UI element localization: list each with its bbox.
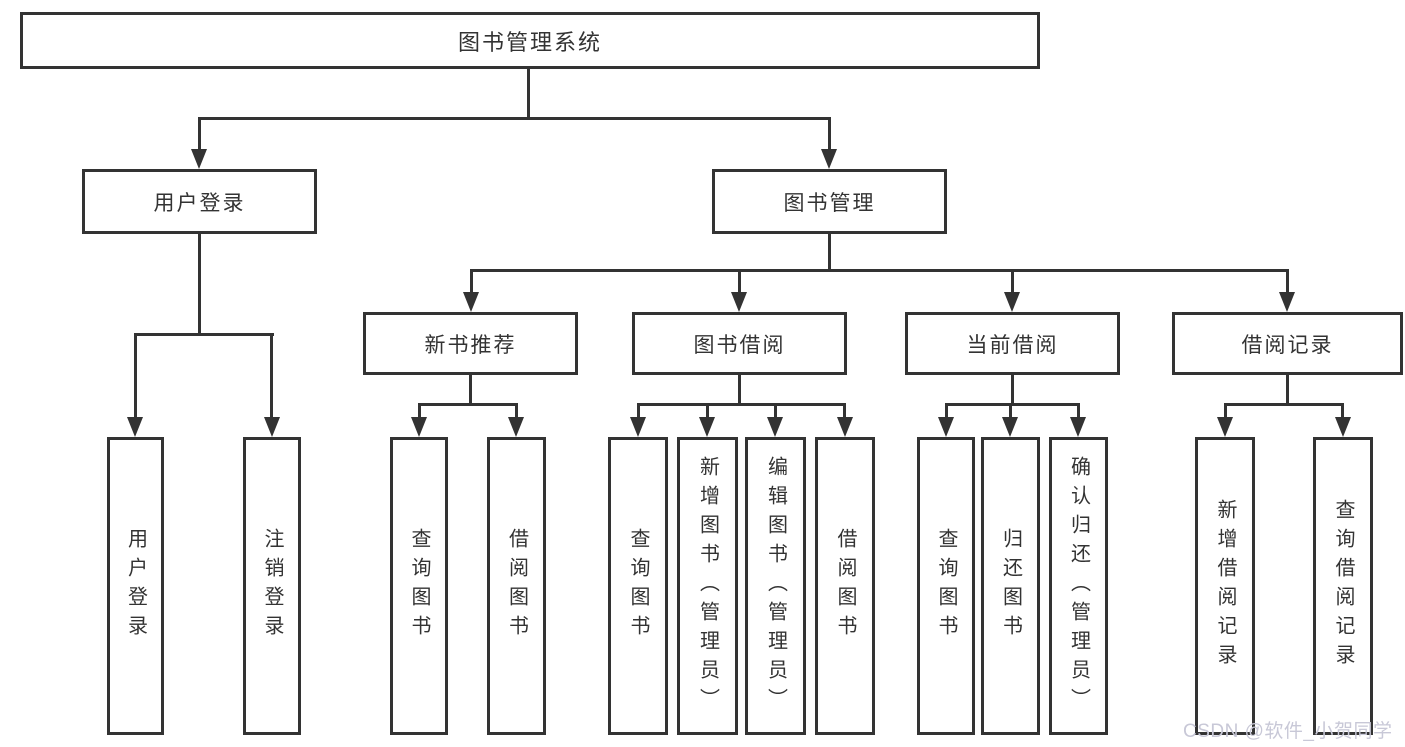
connector-line xyxy=(515,405,518,419)
connector-line xyxy=(1224,403,1344,406)
node-user-login-label: 用户登录 xyxy=(153,191,246,215)
node-book-management-label: 图书管理 xyxy=(783,191,876,215)
node-root-label: 图书管理系统 xyxy=(457,29,602,55)
arrow-down-icon xyxy=(264,417,280,437)
connector-line xyxy=(418,405,421,419)
arrow-down-icon xyxy=(837,417,853,437)
arrow-down-icon xyxy=(731,292,747,312)
arrow-down-icon xyxy=(1279,292,1295,312)
leaf-borrow-books-recommend: 借阅图书 xyxy=(487,437,546,735)
connector-line xyxy=(706,405,709,419)
connector-line xyxy=(1077,405,1080,419)
leaf-add-borrow-record: 新增借阅记录 xyxy=(1195,437,1255,735)
node-borrow-records: 借阅记录 xyxy=(1172,312,1403,375)
node-root-system: 图书管理系统 xyxy=(20,12,1040,69)
connector-line xyxy=(637,403,846,406)
connector-line xyxy=(637,405,640,419)
node-new-book-recommend-label: 新书推荐 xyxy=(424,333,517,357)
node-book-management: 图书管理 xyxy=(712,169,947,234)
arrow-down-icon xyxy=(463,292,479,312)
leaf-query-books-borrow: 查询图书 xyxy=(608,437,668,735)
arrow-down-icon xyxy=(1002,417,1018,437)
arrow-down-icon xyxy=(1070,417,1086,437)
connector-line xyxy=(134,335,137,419)
connector-line xyxy=(469,374,472,406)
leaf-query-books-recommend-label: 查询图书 xyxy=(408,528,430,644)
leaf-confirm-return-admin: 确认归还（管理员） xyxy=(1049,437,1108,735)
connector-line xyxy=(270,335,273,419)
connector-line xyxy=(945,403,1080,406)
arrow-down-icon xyxy=(938,417,954,437)
leaf-borrow-books-label: 借阅图书 xyxy=(834,528,856,644)
leaf-edit-book-admin-label: 编辑图书（管理员） xyxy=(764,455,787,717)
leaf-query-books-current: 查询图书 xyxy=(917,437,975,735)
connector-line xyxy=(738,271,741,294)
connector-line xyxy=(1009,405,1012,419)
node-current-borrow: 当前借阅 xyxy=(905,312,1120,375)
connector-line xyxy=(1011,271,1014,294)
leaf-query-books-borrow-label: 查询图书 xyxy=(627,528,649,644)
connector-line xyxy=(527,67,530,119)
arrow-down-icon xyxy=(1335,417,1351,437)
connector-line xyxy=(470,271,473,294)
arrow-down-icon xyxy=(1004,292,1020,312)
csdn-watermark: CSDN @软件_小贺同学 xyxy=(1183,721,1393,742)
leaf-add-borrow-record-label: 新增借阅记录 xyxy=(1214,499,1236,673)
leaf-borrow-books: 借阅图书 xyxy=(815,437,875,735)
leaf-edit-book-admin: 编辑图书（管理员） xyxy=(745,437,806,735)
arrow-down-icon xyxy=(767,417,783,437)
arrow-down-icon xyxy=(411,417,427,437)
leaf-query-books-recommend: 查询图书 xyxy=(390,437,448,735)
connector-line xyxy=(1286,374,1289,406)
leaf-query-books-current-label: 查询图书 xyxy=(935,528,957,644)
leaf-query-borrow-record-label: 查询借阅记录 xyxy=(1332,499,1354,673)
connector-line xyxy=(198,117,831,120)
connector-line xyxy=(198,119,201,150)
connector-line xyxy=(418,403,518,406)
node-new-book-recommend: 新书推荐 xyxy=(363,312,578,375)
arrow-down-icon xyxy=(699,417,715,437)
connector-line xyxy=(738,374,741,406)
leaf-return-books: 归还图书 xyxy=(981,437,1040,735)
leaf-query-borrow-record: 查询借阅记录 xyxy=(1313,437,1373,735)
node-borrow-records-label: 借阅记录 xyxy=(1241,333,1334,357)
arrow-down-icon xyxy=(127,417,143,437)
node-user-login: 用户登录 xyxy=(82,169,317,234)
connector-line xyxy=(774,405,777,419)
arrow-down-icon xyxy=(191,149,207,169)
connector-line xyxy=(828,232,831,272)
leaf-return-books-label: 归还图书 xyxy=(999,528,1022,644)
connector-line xyxy=(198,232,201,336)
arrow-down-icon xyxy=(508,417,524,437)
leaf-user-login-label: 用户登录 xyxy=(124,528,147,644)
node-book-borrow: 图书借阅 xyxy=(632,312,847,375)
leaf-confirm-return-admin-label: 确认归还（管理员） xyxy=(1067,455,1090,717)
arrow-down-icon xyxy=(630,417,646,437)
leaf-logout: 注销登录 xyxy=(243,437,301,735)
connector-line xyxy=(828,119,831,150)
leaf-add-book-admin: 新增图书（管理员） xyxy=(677,437,738,735)
leaf-borrow-books-recommend-label: 借阅图书 xyxy=(505,528,528,644)
connector-line xyxy=(945,405,948,419)
node-current-borrow-label: 当前借阅 xyxy=(966,333,1059,357)
node-book-borrow-label: 图书借阅 xyxy=(693,333,786,357)
connector-line xyxy=(1011,374,1014,406)
connector-line xyxy=(1286,271,1289,294)
arrow-down-icon xyxy=(1217,417,1233,437)
leaf-add-book-admin-label: 新增图书（管理员） xyxy=(696,455,719,717)
connector-line xyxy=(1224,405,1227,419)
leaf-logout-label: 注销登录 xyxy=(261,528,283,644)
connector-line xyxy=(470,269,1289,272)
connector-line xyxy=(843,405,846,419)
connector-line xyxy=(134,333,274,336)
arrow-down-icon xyxy=(821,149,837,169)
connector-line xyxy=(1341,405,1344,419)
leaf-user-login: 用户登录 xyxy=(107,437,164,735)
